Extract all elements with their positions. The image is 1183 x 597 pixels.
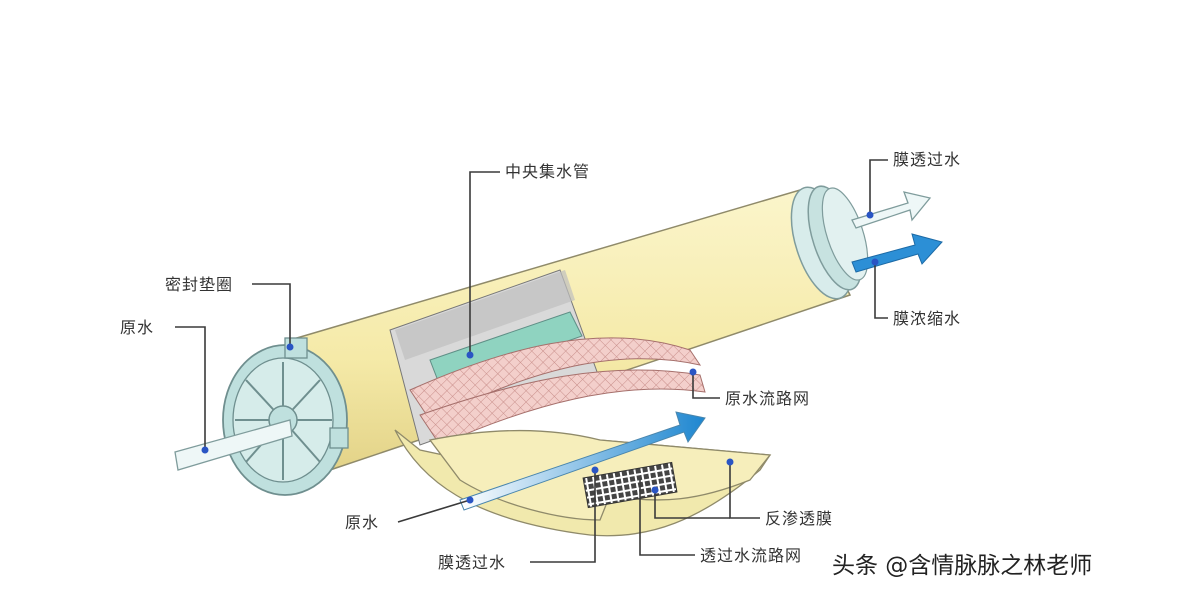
label-concentrate-out: 膜浓缩水: [893, 309, 961, 328]
membrane-housing: [289, 185, 869, 471]
marker-dots: [201, 211, 879, 504]
label-permeate-out-top: 膜透过水: [893, 150, 961, 169]
watermark: 头条 @含情脉脉之林老师: [832, 553, 1092, 579]
feed-water-arrow-bottom: [459, 411, 706, 511]
feed-water-arrow-left: [174, 419, 293, 471]
leader-lines: [175, 159, 888, 563]
label-feed-bottom: 原水: [345, 513, 379, 532]
label-permeate-bottom: 膜透过水: [438, 553, 506, 572]
label-central-tube: 中央集水管: [505, 162, 590, 181]
ro-membrane-sheet: [428, 429, 772, 521]
label-feed-left: 原水: [120, 318, 154, 337]
label-feed-spacer: 原水流路网: [725, 389, 810, 408]
label-ro-membrane: 反渗透膜: [765, 509, 833, 528]
label-permeate-spacer: 透过水流路网: [700, 546, 802, 565]
anti-telescoping-end-cap: [222, 337, 349, 496]
label-seal-ring: 密封垫圈: [165, 275, 233, 294]
permeate-arrow-top: [851, 191, 932, 229]
